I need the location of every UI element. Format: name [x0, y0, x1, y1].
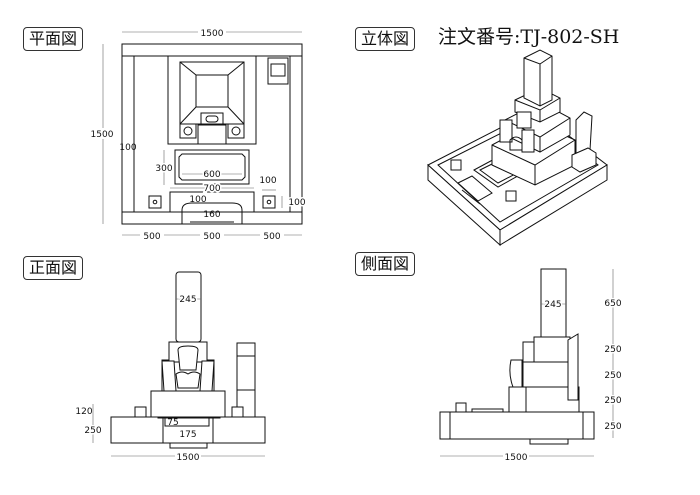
side-entry-step: [529, 438, 569, 445]
plan-vase-right: [227, 123, 245, 139]
plan-incense-slot: [205, 115, 219, 123]
plan-slab: [174, 149, 250, 185]
plan-incense-holder: [200, 112, 224, 126]
front-dim-base-height: 250: [84, 426, 101, 436]
iso-post-left: [450, 159, 462, 171]
plan-dim-post-size: 100: [259, 176, 276, 186]
side-main-stone: [540, 268, 567, 338]
front-incense-holder: [177, 345, 199, 371]
plan-vase-left: [179, 123, 197, 139]
side-view-label: 側面図: [355, 252, 416, 276]
plan-main-stone: [195, 74, 229, 108]
plan-dim-entry-width: 160: [203, 210, 220, 220]
iso-post-right: [505, 190, 517, 202]
plan-dim-front-right: 500: [263, 232, 280, 242]
side-dim-stone-width: 245: [544, 300, 561, 310]
front-post-left: [134, 406, 147, 418]
plan-dim-width: 1500: [201, 29, 224, 39]
side-dim-height-3: 250: [604, 396, 621, 406]
front-entry-step: [169, 442, 208, 449]
plan-vase-left-hole: [183, 126, 193, 136]
plan-dim-entry-depth: 100: [189, 195, 206, 205]
front-dim-entry-width: 175: [179, 430, 196, 440]
front-dim-step-height: 75: [167, 418, 178, 428]
front-dim-lantern-height: 120: [75, 407, 92, 417]
plan-vase-right-hole: [231, 126, 241, 136]
side-slab: [471, 408, 504, 413]
front-dim-total-width: 1500: [177, 453, 200, 463]
iso-stupa-base: [571, 147, 597, 173]
plan-view-label: 平面図: [23, 27, 84, 51]
front-vase-right: [199, 360, 215, 392]
plan-dim-depth: 1500: [91, 130, 114, 140]
front-view: 245 120 250 75 175 1500: [75, 271, 266, 463]
front-stupa-stand: [236, 342, 256, 418]
front-view-label: 正面図: [23, 256, 84, 280]
plan-water-basin: [197, 124, 227, 145]
side-view: 245 650 250 250 250 250 1500: [439, 268, 623, 463]
iso-vase-left: [499, 119, 513, 143]
plan-dim-front-center: 500: [203, 232, 220, 242]
side-vase: [509, 359, 523, 388]
side-upper-base: [533, 336, 571, 363]
iso-view-label: 立体図: [355, 27, 416, 51]
front-step: [164, 417, 210, 427]
front-dim-stone-width: 245: [179, 295, 196, 305]
plan-dim-step-width: 700: [203, 184, 220, 194]
plan-dim-slab-width: 600: [203, 170, 220, 180]
iso-entry-step: [457, 175, 493, 202]
front-water-basin: [175, 371, 201, 389]
iso-main-stone: [523, 49, 553, 107]
side-dim-height-0: 650: [604, 299, 621, 309]
iso-view: [427, 49, 608, 247]
plan-stupa-stand: [267, 57, 289, 85]
plan-slab-inner: [178, 153, 246, 181]
side-base: [439, 411, 595, 440]
front-lower-base: [150, 390, 226, 418]
side-post: [455, 402, 467, 413]
side-dim-total-depth: 1500: [505, 453, 528, 463]
plan-monument-base: [167, 55, 257, 145]
plan-upper-base: [179, 61, 245, 125]
side-dim-height-2: 250: [604, 371, 621, 381]
plan-outer-frame: [121, 43, 303, 225]
iso-incense-holder: [516, 111, 532, 129]
plan-entry-step: [181, 202, 243, 224]
plan-dim-slab-depth: 300: [155, 164, 172, 174]
front-post-right: [231, 406, 244, 418]
plan-dim-front-curb: 100: [288, 198, 305, 208]
front-vase-left: [161, 360, 177, 392]
side-lower-front: [508, 386, 527, 413]
iso-water-basin: [509, 136, 523, 151]
plan-stupa-slot: [270, 63, 286, 77]
side-dim-height-4: 250: [604, 422, 621, 432]
front-main-stone: [175, 271, 202, 343]
iso-vase-right: [521, 129, 535, 153]
plan-dim-front-left: 500: [143, 232, 160, 242]
side-stupa-stand: [567, 333, 579, 401]
plan-view: 1500 1500 100 300 600 700 100 160 100 10…: [90, 26, 307, 242]
order-number: 注文番号:TJ-802-SH: [438, 26, 620, 48]
plan-step: [169, 191, 255, 213]
side-dim-height-1: 250: [604, 345, 621, 355]
plan-dim-side-wall: 100: [119, 143, 136, 153]
plan-post-right: [262, 195, 276, 209]
iso-base-right-face: [499, 164, 608, 246]
plan-post-left: [148, 195, 162, 209]
side-incense-holder: [522, 341, 535, 363]
side-middle-base: [522, 361, 571, 388]
